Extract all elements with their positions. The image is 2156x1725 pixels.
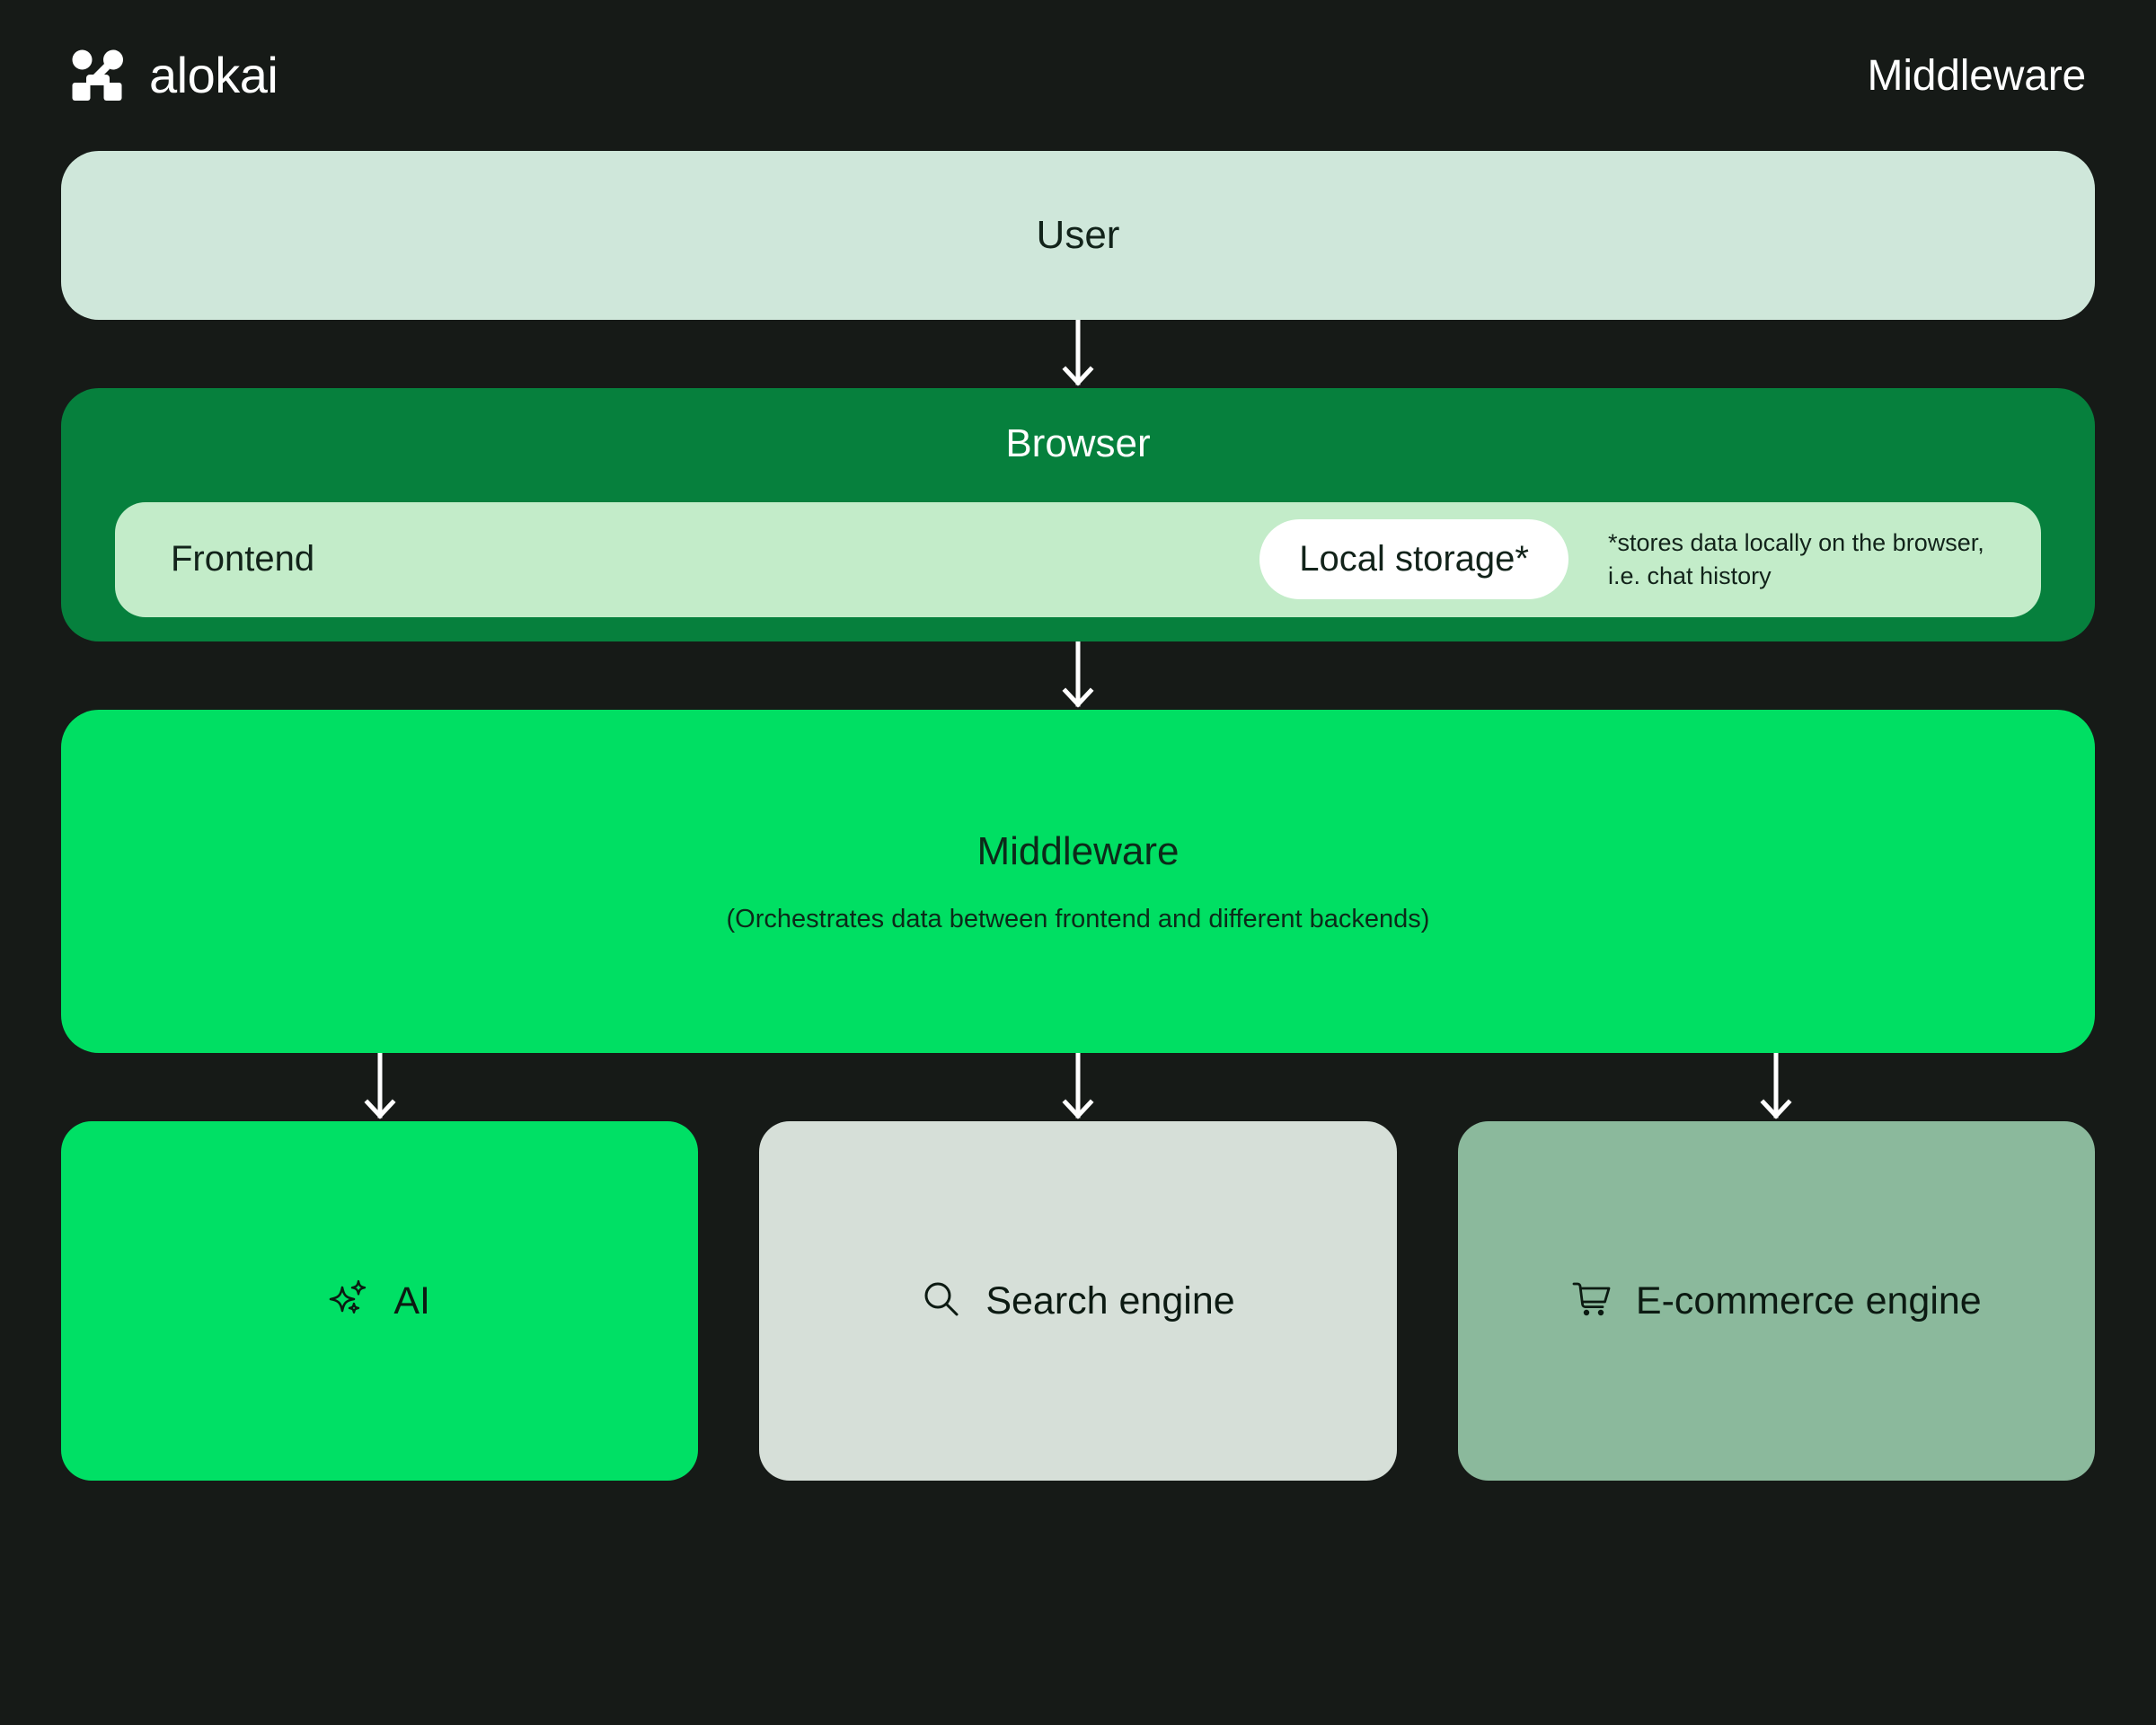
backend-label-ecommerce-engine: E-commerce engine (1635, 1278, 1982, 1322)
local-storage-note: *stores data locally on the browser, i.e… (1608, 529, 1984, 589)
page-header: alokai Middleware (61, 0, 2095, 151)
sparkle-icon (329, 1278, 370, 1324)
arrow-user-to-browser (61, 320, 2095, 388)
backend-label-ai: AI (393, 1278, 430, 1322)
brand-name: alokai (149, 47, 278, 103)
middleware-box[interactable]: Middleware (Orchestrates data between fr… (61, 710, 2095, 1053)
arrow-middleware-to-ai (61, 1053, 698, 1121)
branch-gap-2 (1397, 1053, 1458, 1121)
shopping-cart-icon (1571, 1278, 1613, 1324)
backends-row: AI Search engine E-commerce engine (61, 1121, 2095, 1481)
middleware-subtitle: (Orchestrates data between frontend and … (726, 904, 1430, 933)
browser-box[interactable]: Browser Frontend Local storage* *stores … (61, 388, 2095, 641)
brand: alokai (70, 48, 278, 103)
backend-box-ecommerce-engine[interactable]: E-commerce engine (1457, 1121, 2095, 1481)
middleware-branch-arrows (61, 1053, 2095, 1121)
middleware-title: Middleware (976, 828, 1180, 873)
search-icon (921, 1278, 962, 1324)
arrow-browser-to-middleware (61, 641, 2095, 710)
backend-box-search-engine[interactable]: Search engine (759, 1121, 1397, 1481)
alokai-logo-icon (70, 48, 126, 103)
branch-gap-1 (698, 1053, 759, 1121)
frontend-panel[interactable]: Frontend Local storage* *stores data loc… (115, 501, 2041, 617)
local-storage-pill[interactable]: Local storage* (1259, 519, 1568, 600)
backend-label-search-engine: Search engine (985, 1278, 1235, 1322)
arrow-middleware-to-ecommerce-engine (1458, 1053, 2095, 1121)
backend-box-ai[interactable]: AI (61, 1121, 699, 1481)
user-box[interactable]: User (61, 151, 2095, 320)
user-label: User (1036, 213, 1120, 257)
arrow-middleware-to-search-engine (759, 1053, 1396, 1121)
browser-label: Browser (1005, 421, 1151, 465)
frontend-label: Frontend (171, 539, 315, 579)
page-title: Middleware (1867, 51, 2087, 100)
